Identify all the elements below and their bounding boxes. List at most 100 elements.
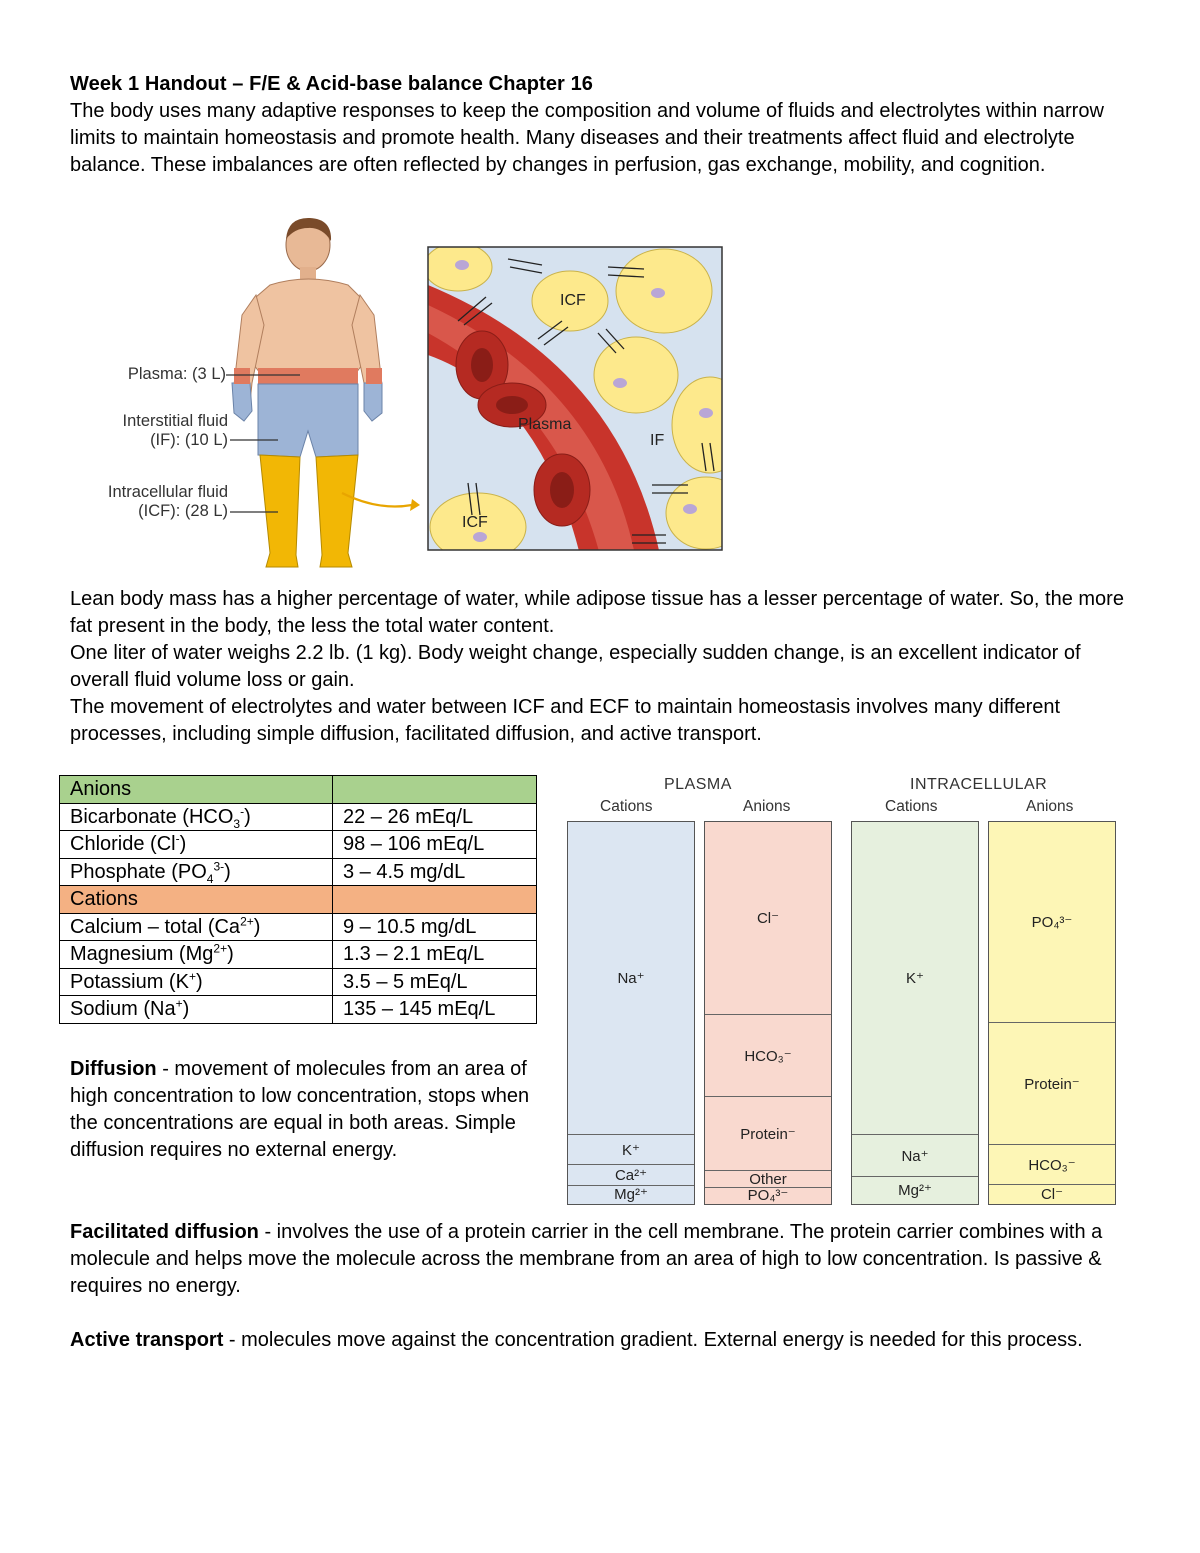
anions-header-row: Anions <box>59 775 537 804</box>
ion-close: ) <box>182 998 190 1021</box>
intracellular-anions-heading: Anions <box>1026 798 1074 815</box>
ion-charge: + <box>188 969 196 984</box>
ion-name: Magnesium (Mg <box>70 943 214 966</box>
cations-value: 1.3 – 2.1 mEq/L <box>332 940 537 969</box>
cations-value: 3.5 – 5 mEq/L <box>332 967 537 996</box>
inset-icf-top-label: ICF <box>560 292 586 309</box>
inset-plasma-label: Plasma <box>518 416 571 433</box>
ion-close: ) <box>195 970 203 993</box>
cations-name: Magnesium (Mg2+) <box>59 940 333 969</box>
anions-value: 22 – 26 mEq/L <box>332 802 537 831</box>
ion-name: Phosphate (PO <box>70 860 207 883</box>
composition-segment: Na⁺ <box>852 1134 978 1176</box>
plasma-anions-heading: Anions <box>743 798 791 815</box>
ion-charge: - <box>240 804 245 819</box>
fluid-compartments-figure: ICF Plasma IF ICF Plasma: (3 L) Intersti… <box>60 215 740 575</box>
ion-close: ) <box>227 943 234 966</box>
intracellular-label-line1: Intracellular fluid <box>107 483 228 501</box>
composition-segment: K⁺ <box>568 1134 694 1164</box>
plasma-heading: PLASMA <box>664 776 732 793</box>
anions-value: 3 – 4.5 mg/dL <box>332 857 537 886</box>
interstitial-label-line2: (IF): (10 L) <box>150 431 228 449</box>
composition-segment: K⁺ <box>906 970 924 987</box>
composition-segment: Ca²⁺ <box>568 1164 694 1185</box>
anions-name: Chloride (Cl-) <box>59 830 333 859</box>
anions-row: Chloride (Cl-)98 – 106 mEq/L <box>59 830 537 859</box>
cations-row: Calcium – total (Ca2+) 9 – 10.5 mg/dL <box>59 912 537 941</box>
anions-name: Phosphate (PO43-) <box>59 857 333 886</box>
composition-segment: PO₄³⁻ <box>1031 914 1073 931</box>
cations-name: Potassium (K+) <box>59 967 333 996</box>
ion-subscript: 4 <box>206 871 214 886</box>
cations-row: Potassium (K+)3.5 – 5 mEq/L <box>59 967 537 996</box>
anions-header: Anions <box>59 775 333 804</box>
diffusion-text: - movement of molecules from an area of … <box>70 1058 530 1161</box>
plasma-cations-heading: Cations <box>600 798 653 815</box>
composition-segment: Protein⁻ <box>705 1096 831 1170</box>
intracellular-cations-heading: Cations <box>885 798 938 815</box>
ion-charge: + <box>175 996 183 1011</box>
cations-name: Sodium (Na+) <box>59 995 333 1024</box>
electrolyte-composition-diagram: PLASMA INTRACELLULAR Cations Anions Cati… <box>560 770 1120 1210</box>
lean-mass-paragraph: Lean body mass has a higher percentage o… <box>70 586 1135 748</box>
cations-header-row: Cations <box>59 885 537 914</box>
body-illustration: ICF Plasma IF ICF <box>226 217 723 568</box>
composition-column-1: Na⁺K⁺Ca²⁺Mg²⁺ <box>567 821 695 1205</box>
active-transport-definition: Active transport - molecules move agains… <box>70 1327 1135 1354</box>
composition-segment: Mg²⁺ <box>852 1176 978 1203</box>
composition-segment: Cl⁻ <box>989 1184 1115 1203</box>
cations-value: 135 – 145 mEq/L <box>332 995 537 1024</box>
ion-name: Potassium (K <box>70 970 189 993</box>
lean-line-3: The movement of electrolytes and water b… <box>70 696 1061 745</box>
ion-charge: 2+ <box>213 941 228 956</box>
facilitated-text: - involves the use of a protein carrier … <box>70 1221 1103 1297</box>
diffusion-definition: Diffusion - movement of molecules from a… <box>70 1056 550 1164</box>
cations-row: Sodium (Na+)135 – 145 mEq/L <box>59 995 537 1024</box>
page-title: Week 1 Handout – F/E & Acid-base balance… <box>70 73 594 95</box>
composition-column-3: K⁺ Na⁺Mg²⁺ <box>851 821 979 1205</box>
composition-column-4: PO₄³⁻ Protein⁻HCO₃⁻Cl⁻ <box>988 821 1116 1205</box>
cell-inset <box>427 246 723 551</box>
ion-name: Sodium (Na <box>70 998 176 1021</box>
diffusion-term: Diffusion <box>70 1058 157 1080</box>
facilitated-term: Facilitated diffusion <box>70 1221 259 1243</box>
inset-icf-bottom-label: ICF <box>462 514 488 531</box>
ion-close: ) <box>179 833 187 856</box>
ion-close: ) <box>224 860 231 883</box>
composition-segment: Other <box>705 1170 831 1188</box>
lean-line-1: Lean body mass has a higher percentage o… <box>70 588 1124 637</box>
intracellular-heading: INTRACELLULAR <box>910 776 1048 793</box>
lean-line-2: One liter of water weighs 2.2 lb. (1 kg)… <box>70 642 1081 691</box>
intracellular-label-line2: (ICF): (28 L) <box>138 502 228 520</box>
ion-charge: - <box>175 831 180 846</box>
active-term: Active transport <box>70 1329 224 1351</box>
cations-value: 9 – 10.5 mg/dL <box>332 912 537 941</box>
interstitial-label: Interstitial fluid (IF): (10 L) <box>70 412 228 450</box>
cations-header: Cations <box>59 885 333 914</box>
facilitated-diffusion-definition: Facilitated diffusion - involves the use… <box>70 1219 1135 1300</box>
cations-row: Magnesium (Mg2+)1.3 – 2.1 mEq/L <box>59 940 537 969</box>
ion-close: ) <box>253 915 261 938</box>
ion-name: Bicarbonate (HCO <box>70 805 234 828</box>
composition-segment: Cl⁻ <box>756 910 780 927</box>
ion-name: Calcium – total (Ca <box>70 915 241 938</box>
active-text: - molecules move against the concentrati… <box>223 1329 1083 1351</box>
ion-close: ) <box>244 805 251 828</box>
anions-row: Phosphate (PO43-)3 – 4.5 mg/dL <box>59 857 537 886</box>
composition-segment: Protein⁻ <box>989 1022 1115 1144</box>
composition-segment: PO₄³⁻ <box>705 1187 831 1204</box>
anions-name: Bicarbonate (HCO3-) <box>59 802 333 831</box>
ion-subscript: 3 <box>233 816 241 831</box>
plasma-volume-label: Plasma: (3 L) <box>127 365 226 383</box>
composition-segment: HCO₃⁻ <box>705 1014 831 1096</box>
intro-paragraph: The body uses many adaptive responses to… <box>70 100 1104 176</box>
composition-segment: Na⁺ <box>617 970 645 987</box>
cations-header-blank <box>332 885 537 914</box>
ion-name: Chloride (Cl <box>70 833 176 856</box>
composition-segment: HCO₃⁻ <box>989 1144 1115 1184</box>
anions-header-blank <box>332 775 537 804</box>
ion-charge: 2+ <box>240 914 254 929</box>
